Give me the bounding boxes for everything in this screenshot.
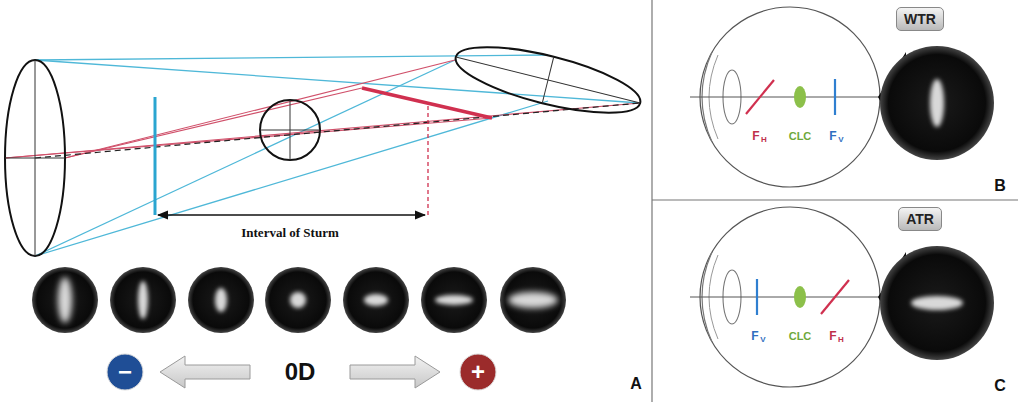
blur-spot [138, 281, 148, 319]
clc-label: CLC [789, 131, 812, 142]
blur-disc [343, 267, 409, 333]
focal-label: F [829, 130, 836, 142]
blur-spot [911, 296, 963, 310]
horizontal-focal-line [821, 280, 849, 314]
least-confusion-disc [794, 286, 806, 308]
blur-spot [508, 292, 558, 308]
vertical-focal-line [756, 279, 758, 315]
focal-subscript: H [761, 136, 767, 144]
blur-disc [421, 267, 487, 333]
eye-diagram [690, 207, 994, 387]
vertical-focal-line [834, 79, 836, 115]
ellipse-axis [542, 57, 554, 104]
dark-disc [32, 267, 98, 333]
focal-label: F [752, 130, 759, 142]
circle-fill [460, 354, 496, 390]
interval-arrow [158, 214, 425, 216]
ellipse-axis [5, 158, 65, 159]
sturm-conoid [5, 34, 646, 388]
magnified-disc [880, 246, 994, 360]
blur-spot [930, 79, 944, 127]
least-confusion-circle [260, 100, 320, 160]
ray-line [65, 60, 455, 158]
clc-label: CLC [789, 331, 812, 342]
vertical-focal-line [154, 97, 157, 215]
optical-axis [690, 297, 880, 298]
sign-symbol: + [471, 358, 485, 386]
optical-axis [690, 97, 880, 98]
blur-disc [32, 267, 98, 333]
blur-spot [58, 277, 72, 323]
direction-arrow [160, 356, 250, 388]
blur-disc [188, 267, 254, 333]
end-ellipse-outline [450, 34, 646, 127]
eye-diagram [690, 7, 994, 187]
focal-label: F [829, 330, 836, 342]
dark-disc [500, 267, 566, 333]
button-label: WTR [904, 11, 936, 27]
diopter-label: 0D [285, 360, 316, 384]
ray-line [65, 88, 362, 158]
panel-divider [651, 0, 652, 402]
dark-disc [343, 267, 409, 333]
least-confusion-disc [794, 86, 806, 108]
blur-disc [110, 267, 176, 333]
direction-arrow [350, 356, 440, 388]
panel-letter: C [994, 378, 1006, 394]
panel-letter: A [630, 376, 642, 392]
ray-line [35, 60, 455, 256]
sign-symbol: − [118, 358, 132, 386]
blur-spot [290, 292, 306, 308]
ray-line [35, 101, 548, 256]
ray-line [35, 60, 640, 103]
horizontal-focal-line [746, 80, 774, 114]
button-label: ATR [906, 211, 934, 227]
dark-disc [110, 267, 176, 333]
dark-disc [265, 267, 331, 333]
sign-circle: + [459, 353, 497, 391]
magnified-disc [880, 46, 994, 160]
aperture-ellipse [5, 60, 65, 256]
focal-subscript: V [760, 336, 765, 344]
circle-fill [107, 354, 143, 390]
blur-spot [215, 288, 227, 312]
label-button: WTR [896, 7, 944, 31]
dark-disc [421, 267, 487, 333]
circle-axis [260, 130, 320, 131]
end-ellipse [450, 34, 646, 127]
focal-subscript: V [838, 136, 843, 144]
panel-divider [652, 199, 1018, 200]
label-button: ATR [898, 207, 942, 231]
dark-disc [188, 267, 254, 333]
horizontal-focal-line [362, 88, 492, 118]
blur-disc [500, 267, 566, 333]
dashed-drop-line [427, 106, 428, 215]
focal-subscript: H [838, 336, 844, 344]
optical-axis [35, 103, 640, 158]
sign-circle: − [106, 353, 144, 391]
dimension-label: Interval of Sturm [241, 226, 339, 239]
ellipse-axis [456, 57, 640, 103]
blur-disc [265, 267, 331, 333]
blur-spot [435, 295, 473, 305]
focal-label: F [751, 330, 758, 342]
panel-letter: B [994, 178, 1006, 194]
ray-line [35, 55, 548, 60]
blur-spot [364, 294, 388, 306]
